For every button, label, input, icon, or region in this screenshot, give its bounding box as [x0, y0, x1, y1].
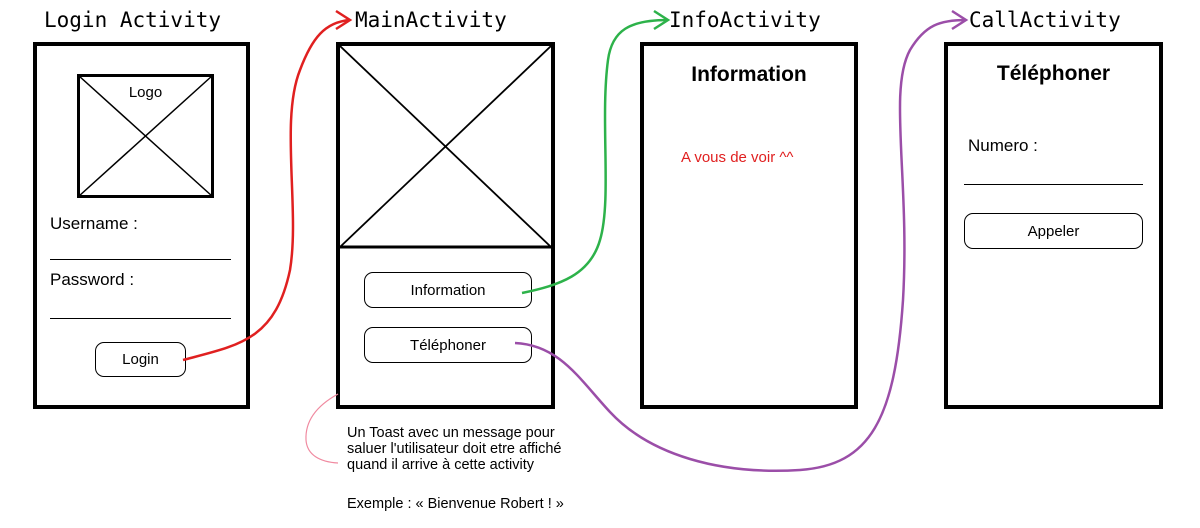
- info-activity-screen: Information A vous de voir ^^: [640, 42, 858, 409]
- info-text: A vous de voir ^^: [681, 149, 794, 166]
- main-activity-title: MainActivity: [355, 8, 507, 32]
- numero-field[interactable]: [964, 184, 1143, 185]
- information-button[interactable]: Information: [364, 272, 532, 308]
- toast-note-line-3: quand il arrive à cette activity: [347, 457, 534, 473]
- arrow-login-to-main-head: [335, 9, 353, 31]
- password-label: Password :: [50, 270, 135, 289]
- call-heading: Téléphoner: [996, 62, 1111, 85]
- toast-note-example: Exemple : « Bienvenue Robert ! »: [347, 496, 564, 512]
- arrow-main-to-info-head: [653, 9, 671, 31]
- info-activity-title: InfoActivity: [669, 8, 821, 32]
- call-activity-screen: Téléphoner Numero : Appeler: [944, 42, 1163, 409]
- toast-note-line-2: saluer l'utilisateur doit etre affiché: [347, 441, 562, 457]
- login-activity-screen: Logo Username : Password : Login: [33, 42, 250, 409]
- username-field[interactable]: [50, 259, 231, 260]
- appeler-button[interactable]: Appeler: [964, 213, 1143, 249]
- arrow-main-to-call-head: [951, 9, 969, 31]
- logo-label: Logo: [128, 84, 163, 101]
- login-activity-title: Login Activity: [44, 8, 222, 32]
- toast-note-line-1: Un Toast avec un message pour: [347, 425, 555, 441]
- crossed-box-icon: [340, 46, 551, 249]
- toast-note-pointer: [305, 393, 339, 464]
- login-button[interactable]: Login: [95, 342, 186, 377]
- username-label: Username :: [50, 214, 138, 233]
- numero-label: Numero :: [968, 136, 1038, 155]
- call-activity-title: CallActivity: [969, 8, 1121, 32]
- password-field[interactable]: [50, 318, 231, 319]
- main-activity-screen: Information Téléphoner: [336, 42, 555, 409]
- telephoner-button[interactable]: Téléphoner: [364, 327, 532, 363]
- logo-placeholder: Logo: [77, 74, 214, 198]
- info-heading: Information: [691, 63, 807, 86]
